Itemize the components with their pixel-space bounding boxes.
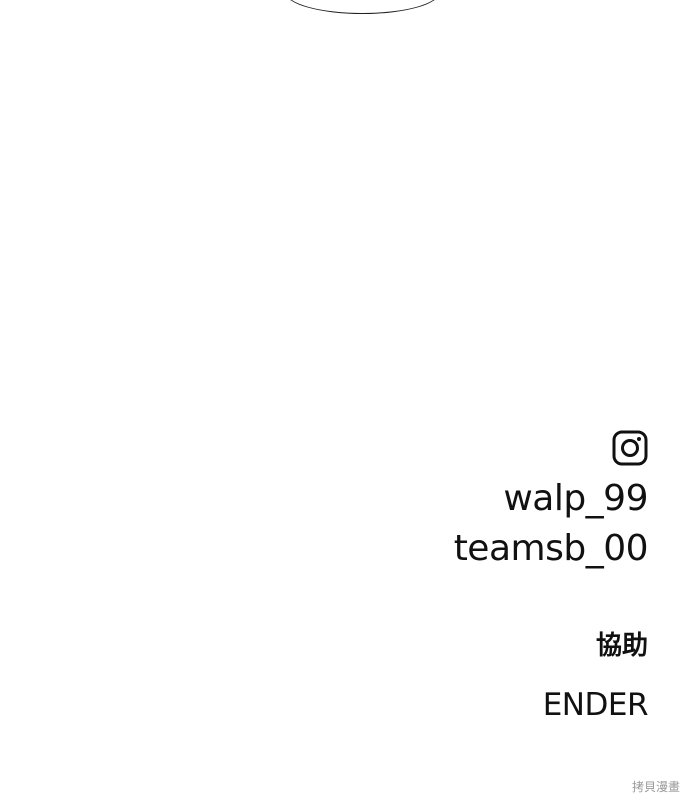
- watermark: 拷貝漫畫: [631, 780, 680, 794]
- assist-name: ENDER: [542, 687, 649, 723]
- instagram-handle-walp: walp_99: [503, 478, 648, 519]
- instagram-icon: [612, 430, 648, 466]
- speech-bubble-edge: [285, 0, 440, 14]
- credits-block: walp_99 teamsb_00 協助 ENDER: [348, 430, 649, 725]
- assist-label: 協助: [595, 631, 648, 661]
- instagram-handle-teamsb: teamsb_00: [453, 528, 649, 569]
